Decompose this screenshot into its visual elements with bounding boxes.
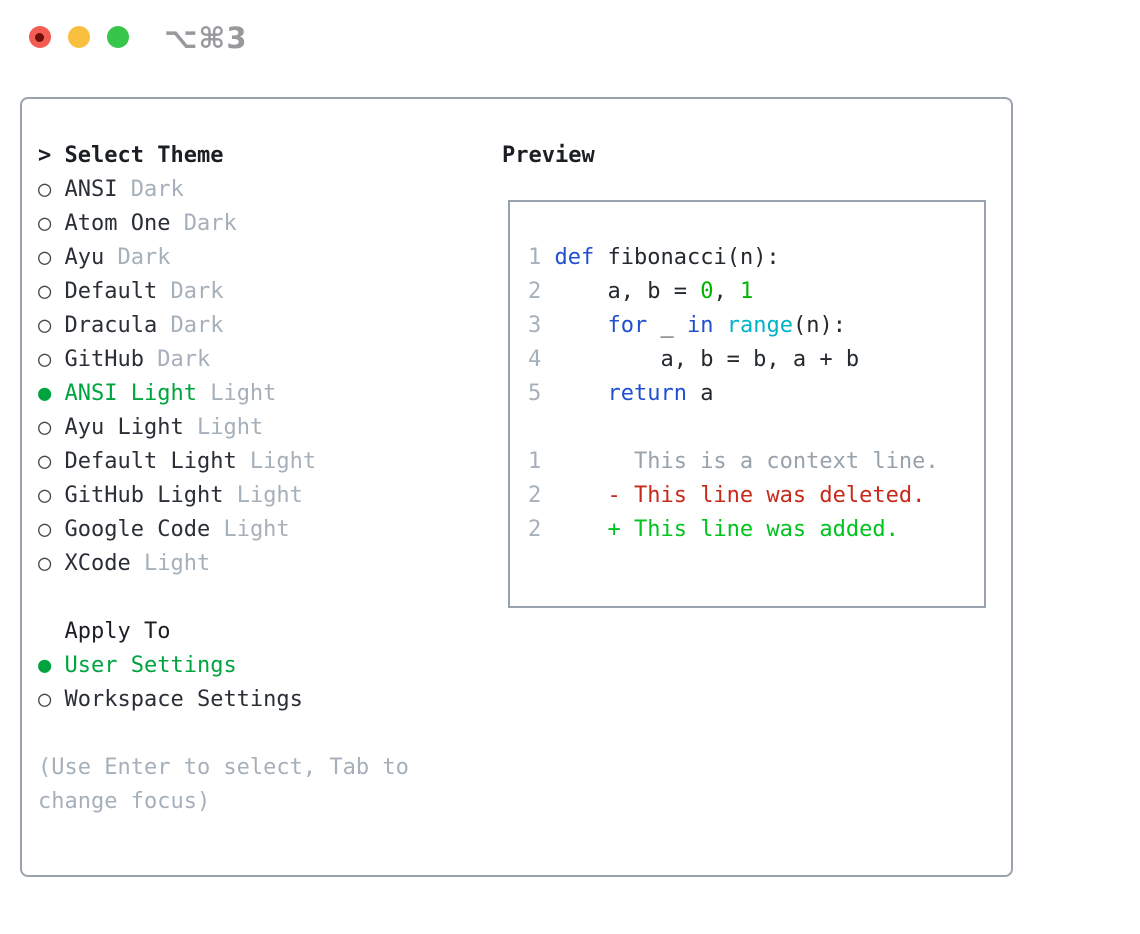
help-text: (Use Enter to select, Tab to change focus… [38,751,409,819]
minimize-button-icon[interactable] [68,26,90,48]
theme-option[interactable]: ○ Default Dark [38,279,224,304]
code-line: 4 a, b = b, a + b [528,347,860,372]
preview-heading: Preview [502,143,595,168]
window-title-shortcut: ⌥⌘3 [164,21,248,55]
apply-to-option[interactable]: ○ Workspace Settings [38,687,303,712]
theme-option[interactable]: ○ Ayu Dark [38,245,171,270]
theme-option[interactable]: ○ ANSI Dark [38,177,184,202]
theme-option[interactable]: ○ Atom One Dark [38,211,237,236]
theme-selector-panel: > Select Theme ○ ANSI Dark ○ Atom One Dar… [20,97,1013,877]
preview-box: 1 def fibonacci(n): 2 a, b = 0, 1 3 for _ … [508,200,986,608]
theme-option[interactable]: ● ANSI Light Light [38,381,277,406]
code-line: 2 a, b = 0, 1 [528,279,754,304]
diff-lines: 1 This is a context line. 2 - This line w… [528,445,939,547]
theme-option[interactable]: ○ Default Light Light [38,449,317,474]
help-line: (Use Enter to select, Tab to [38,755,409,780]
theme-option[interactable]: ○ XCode Light [38,551,211,576]
apply-to-list: ● User Settings ○ Workspace Settings [38,649,409,717]
select-theme-heading: > Select Theme [38,143,224,168]
theme-option[interactable]: ○ Dracula Dark [38,313,224,338]
theme-list: ○ ANSI Dark ○ Atom One Dark ○ Ayu Dark ○ De… [38,173,409,581]
diff-line: 2 + This line was added. [528,517,899,542]
code-line: 5 return a [528,381,714,406]
diff-line: 1 This is a context line. [528,449,939,474]
titlebar: ⌥⌘3 [0,0,1140,70]
close-button-icon[interactable] [29,26,51,48]
help-line: change focus) [38,789,211,814]
spacer [38,581,409,615]
apply-to-heading: Apply To [64,619,171,644]
theme-option[interactable]: ○ Google Code Light [38,517,290,542]
zoom-button-icon[interactable] [107,26,129,48]
theme-option[interactable]: ○ GitHub Dark [38,347,211,372]
apply-to-option[interactable]: ● User Settings [38,653,237,678]
theme-option[interactable]: ○ Ayu Light Light [38,415,264,440]
code-line: 3 for _ in range(n): [528,313,846,338]
theme-option[interactable]: ○ GitHub Light Light [38,483,303,508]
spacer [38,717,409,751]
prompt-icon: > [38,143,52,168]
code-line: 1 def fibonacci(n): [528,245,780,270]
traffic-lights [29,26,129,48]
theme-list-column: > Select Theme ○ ANSI Dark ○ Atom One Dar… [38,139,409,819]
diff-line: 2 - This line was deleted. [528,483,926,508]
spacer [528,411,939,445]
preview-code: 1 def fibonacci(n): 2 a, b = 0, 1 3 for _ … [528,241,939,547]
code-lines: 1 def fibonacci(n): 2 a, b = 0, 1 3 for _ … [528,241,939,411]
close-dot-icon [35,33,44,42]
